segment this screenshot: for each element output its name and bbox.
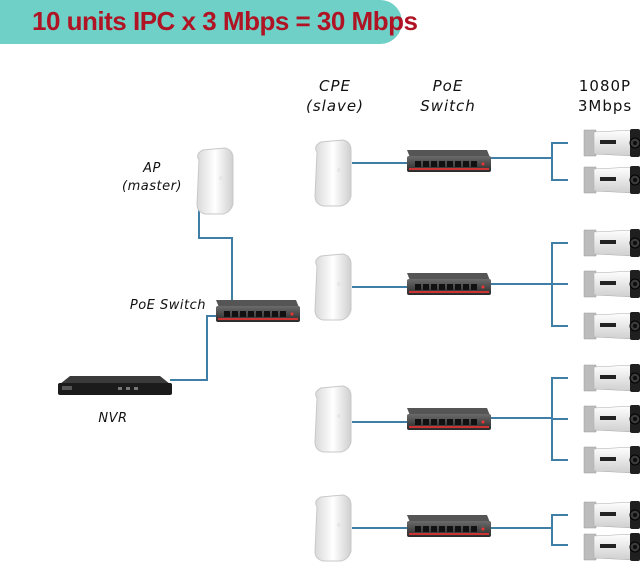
camera-header: 1080P 3Mbps [570, 76, 640, 116]
ip-camera [583, 269, 640, 299]
ip-camera [583, 404, 640, 434]
nvr-label: NVR [98, 411, 128, 426]
connection-lines [170, 142, 568, 546]
nvr-device [58, 376, 172, 395]
camera-sub-label: 3Mbps [577, 97, 633, 115]
main-poe-switch-device [216, 300, 300, 322]
ap-sub-label: (master) [122, 179, 182, 194]
diagram-title: 10 units IPC x 3 Mbps = 30 Mbps [32, 6, 418, 36]
cpe-header: CPE (slave) [300, 76, 370, 116]
main-poe-switch-label: PoE Switch [129, 298, 206, 313]
ip-camera [583, 311, 640, 341]
ip-camera [583, 445, 640, 475]
poe-switch-device [407, 515, 491, 537]
cpe-device [314, 253, 352, 321]
ip-camera [583, 500, 640, 530]
ip-camera [583, 532, 640, 562]
title-banner: 10 units IPC x 3 Mbps = 30 Mbps [0, 0, 418, 44]
cpe-label: CPE [319, 77, 351, 95]
poe-header-label: PoE [432, 77, 464, 95]
ap-header: AP (master) [112, 160, 192, 196]
ip-camera [583, 363, 640, 393]
cpe-sub-label: (slave) [306, 97, 364, 115]
poe-switch-device [407, 273, 491, 295]
cpe-device [314, 494, 352, 562]
ip-camera [583, 128, 640, 158]
poe-switch-header: PoE Switch [408, 76, 488, 116]
poe-switch-device [407, 150, 491, 172]
ap-label: AP [143, 161, 161, 176]
poe-switch-device [407, 408, 491, 430]
poe-header-sub-label: Switch [420, 97, 476, 115]
camera-label: 1080P [578, 77, 632, 95]
ap-device [196, 147, 234, 215]
cpe-device [314, 139, 352, 207]
ip-camera [583, 228, 640, 258]
ip-camera [583, 165, 640, 195]
cpe-device [314, 385, 352, 453]
